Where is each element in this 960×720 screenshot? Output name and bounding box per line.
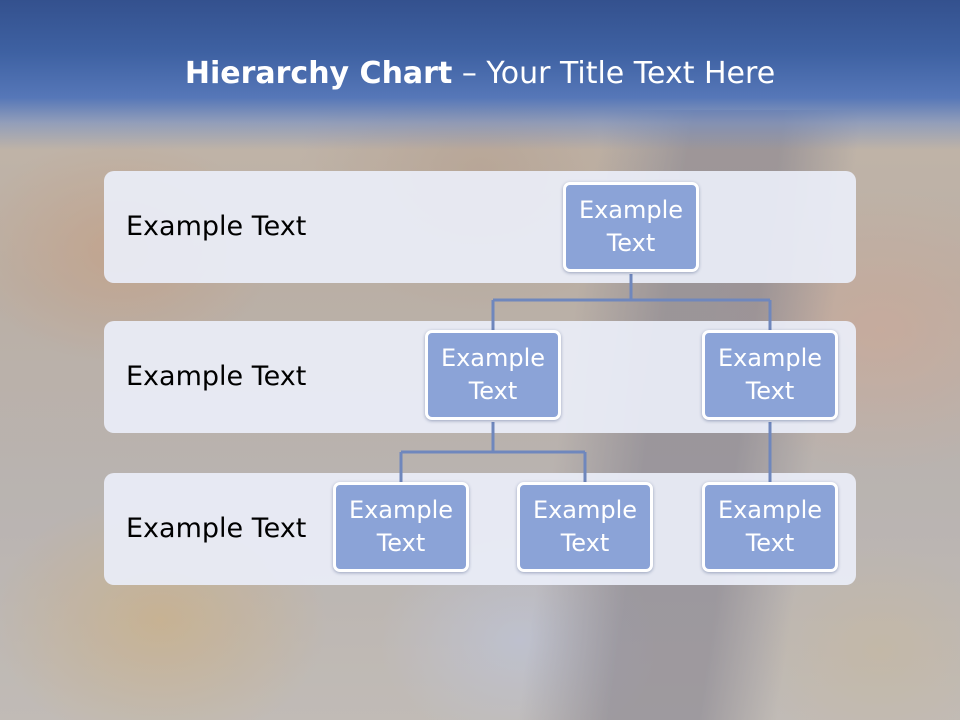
slide-title: Hierarchy Chart – Your Title Text Here — [0, 56, 960, 91]
title-rest: – Your Title Text Here — [452, 56, 776, 91]
node-level2-right-line2: Text — [745, 377, 795, 405]
node-level2-left-line2: Text — [468, 377, 518, 405]
title-band — [0, 0, 960, 150]
node-level3-b-line1: Example — [532, 496, 638, 524]
node-level3-c-line1: Example — [717, 496, 823, 524]
title-bold: Hierarchy Chart — [184, 56, 453, 91]
node-root-line1: Example — [578, 196, 684, 224]
node-level3-a-line1: Example — [348, 496, 454, 524]
connector-root-to-level2 — [491, 274, 772, 330]
node-root-line2: Text — [606, 229, 656, 257]
level-label-1: Example Text — [126, 211, 307, 242]
node-level3-c-line2: Text — [745, 529, 795, 557]
level-band-1: Example Text — [104, 171, 856, 283]
node-level3-b-line2: Text — [560, 529, 610, 557]
node-level2-left-line1: Example — [440, 344, 546, 372]
node-level3-a-line2: Text — [376, 529, 426, 557]
connector-left-to-level3 — [399, 422, 587, 482]
level-label-3: Example Text — [126, 513, 307, 544]
level-label-2: Example Text — [126, 361, 307, 392]
node-level2-right-line1: Example — [717, 344, 823, 372]
